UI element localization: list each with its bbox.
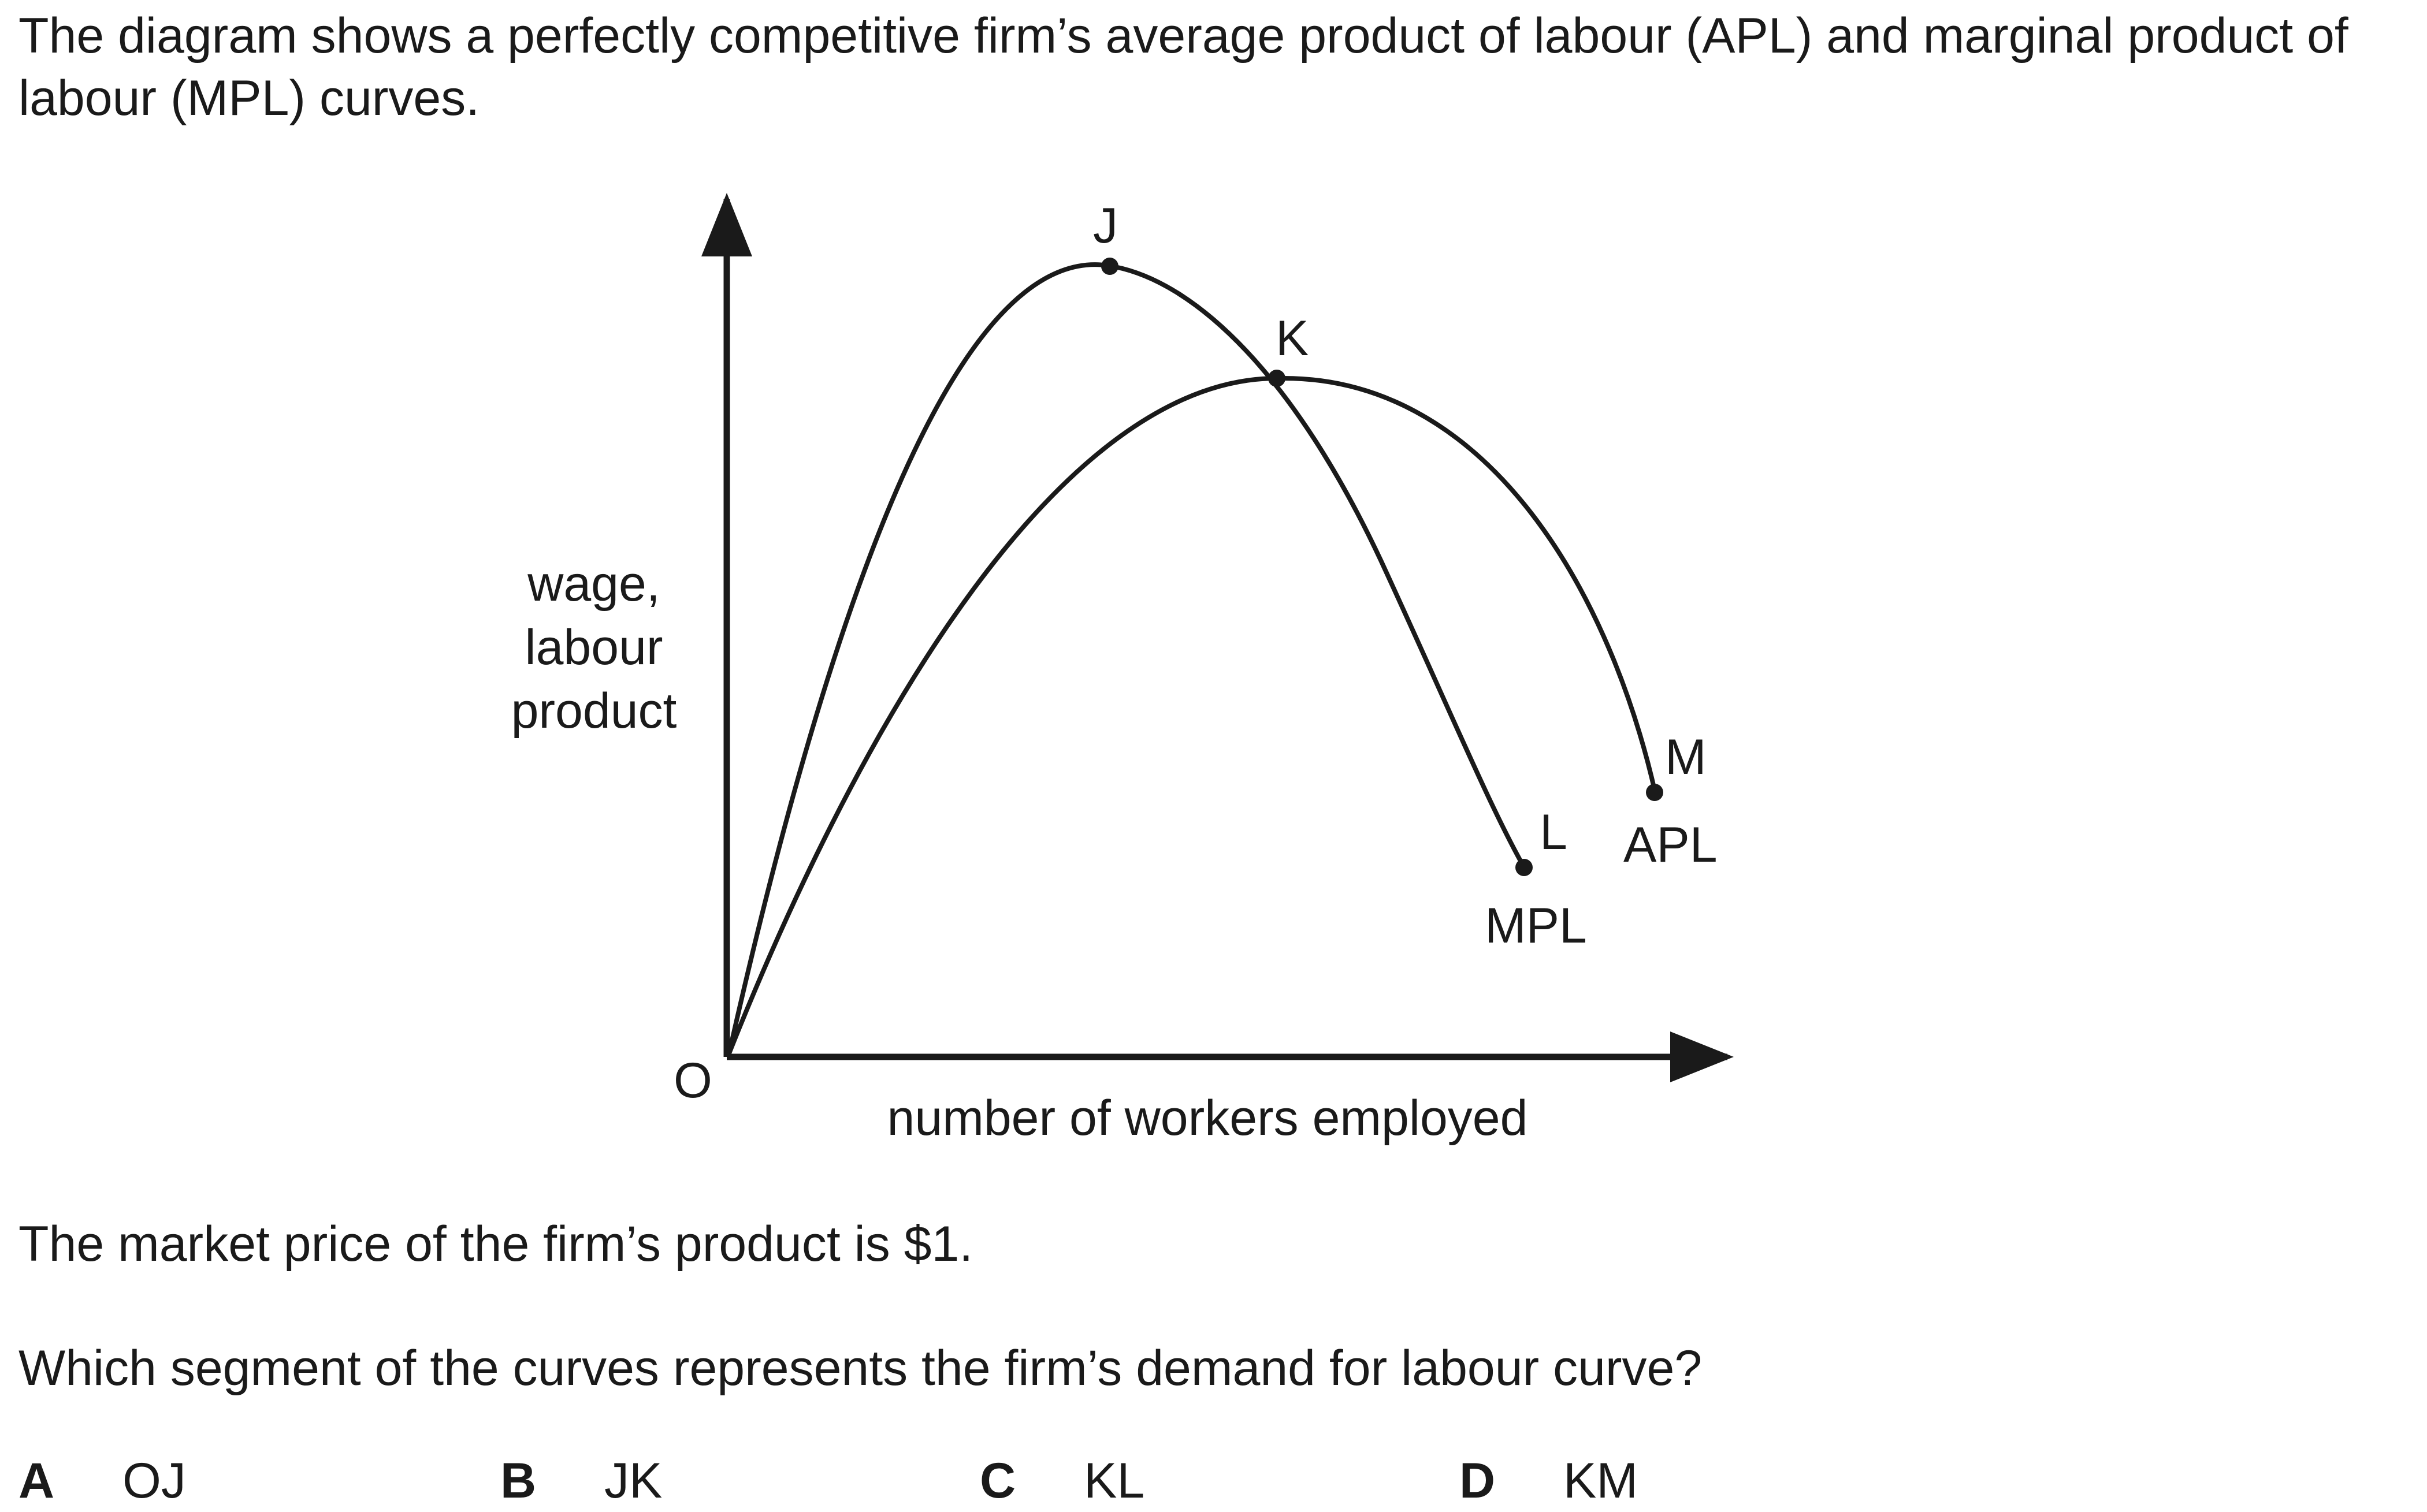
y-axis-label-line-2: labour <box>525 620 663 675</box>
mpl-curve-label: MPL <box>1485 898 1587 954</box>
option-b-text: JK <box>604 1453 663 1509</box>
option-b-key: B <box>500 1453 537 1509</box>
option-d-text: KM <box>1563 1453 1638 1509</box>
point-j-marker <box>1101 258 1118 275</box>
option-c-key: C <box>980 1453 1016 1509</box>
option-d-key: D <box>1459 1453 1496 1509</box>
option-b[interactable]: B JK <box>500 1450 662 1512</box>
point-l-label: L <box>1540 805 1567 860</box>
apl-curve-label: APL <box>1623 817 1718 873</box>
point-l-marker <box>1515 859 1533 876</box>
origin-label: O <box>674 1053 712 1108</box>
option-c-text: KL <box>1084 1453 1145 1509</box>
point-m-label: M <box>1665 729 1707 785</box>
option-d[interactable]: D KM <box>1459 1450 1638 1512</box>
apl-curve <box>727 375 1657 1055</box>
question-text: Which segment of the curves represents t… <box>18 1340 1703 1396</box>
option-a[interactable]: A OJ <box>18 1450 186 1512</box>
point-k-label: K <box>1276 311 1309 366</box>
option-a-key: A <box>18 1453 55 1509</box>
point-j-label: J <box>1093 198 1118 254</box>
x-axis-label: number of workers employed <box>887 1090 1528 1146</box>
point-k-marker <box>1268 370 1285 387</box>
intro-text: The diagram shows a perfectly competitiv… <box>18 8 2348 126</box>
mpl-curve <box>727 262 1527 1054</box>
option-a-text: OJ <box>122 1453 186 1509</box>
option-c[interactable]: C KL <box>980 1450 1144 1512</box>
price-statement: The market price of the firm’s product i… <box>18 1216 973 1272</box>
y-axis-label-line-1: wage, <box>527 556 660 612</box>
point-m-marker <box>1646 784 1663 801</box>
y-axis-label-line-3: product <box>511 683 677 739</box>
